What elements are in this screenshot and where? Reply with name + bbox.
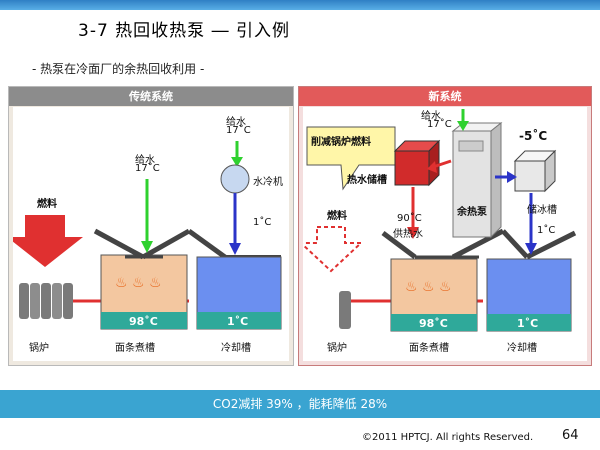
chilled-temp-label: 1˚C	[253, 217, 272, 228]
conventional-system-panel: 传统系统 ♨ ♨ ♨	[8, 86, 294, 366]
conventional-system-diagram: ♨ ♨ ♨	[13, 141, 282, 330]
conveyor	[381, 228, 577, 260]
slide-subtitle: - 热泵在冷面厂的余热回收利用 -	[32, 62, 205, 76]
panel-title: 传统系统	[9, 87, 293, 106]
cooling-tank-temp: 1˚C	[517, 317, 539, 330]
chilled-temp-label: 1˚C	[537, 225, 556, 236]
supply-temp-label: 90˚C	[397, 213, 422, 224]
boiler-label: 锅炉	[327, 343, 347, 354]
feed-water-label: 给水	[135, 155, 155, 166]
panel-title: 新系统	[299, 87, 591, 106]
results-banner: CO2减排 39% ，能耗降低 28%	[0, 390, 600, 418]
boiler-icon	[19, 283, 73, 319]
ice-tank-temp: -5˚C	[519, 129, 548, 143]
noodle-tank-label: 面条煮槽	[409, 343, 449, 354]
ice-storage-tank	[513, 149, 557, 193]
fuel-arrow	[13, 215, 83, 267]
boiler-label: 锅炉	[29, 343, 49, 354]
callout-text: 削减锅炉燃料	[311, 137, 371, 148]
supply-water-label: 供热水	[393, 229, 423, 240]
conveyor	[93, 228, 281, 260]
noodle-tank: ♨ ♨ ♨	[390, 258, 478, 332]
noodle-tank-temp: 98˚C	[129, 315, 158, 328]
page-number: 64	[562, 428, 579, 443]
ice-tank-label: 储冰槽	[527, 205, 557, 216]
noodle-tank-label: 面条煮槽	[115, 343, 155, 354]
water-chiller-icon	[220, 164, 250, 194]
hot-water-tank-label: 热水储槽	[347, 175, 387, 186]
cooling-tank-temp: 1˚C	[227, 315, 249, 328]
cooling-tank	[196, 256, 282, 330]
top-accent-bar	[0, 0, 600, 10]
panel-body: ♨ ♨ ♨	[303, 107, 587, 361]
reduce-fuel-callout	[306, 126, 396, 191]
noodle-tank: ♨ ♨ ♨	[100, 254, 188, 330]
cooling-tank-label: 冷却槽	[221, 343, 251, 354]
boiler-icon	[339, 291, 351, 329]
feed-water-label: 给水	[421, 111, 441, 122]
panel-body: ♨ ♨ ♨ 燃料 锅炉	[13, 107, 289, 361]
new-system-diagram: ♨ ♨ ♨	[303, 109, 577, 332]
noodle-tank-temp: 98˚C	[419, 317, 448, 330]
feed-water-label-2: 给水	[226, 117, 246, 128]
water-chiller-label: 水冷机	[253, 177, 283, 188]
hot-water-flow-arrow	[432, 159, 452, 169]
svg-text:♨ ♨ ♨: ♨ ♨ ♨	[405, 279, 452, 295]
feed-water-temp-2: 17˚C	[226, 125, 251, 136]
copyright-footer: ©2011 HPTCJ. All rights Reserved.	[362, 432, 534, 443]
feed-water-temp: 17˚C	[427, 119, 452, 130]
heat-pump-label: 余热泵	[457, 207, 487, 218]
reduced-fuel-arrow	[303, 226, 364, 273]
heat-pump-unit	[451, 121, 503, 239]
slide-title: 3-7 热回收热泵 ― 引入例	[78, 21, 290, 41]
fuel-label: 燃料	[327, 211, 347, 222]
new-system-panel: 新系统 ♨ ♨ ♨	[298, 86, 592, 366]
cooling-tank	[486, 258, 572, 332]
feed-water-temp: 17˚C	[135, 163, 160, 174]
hot-water-tank	[393, 139, 441, 187]
cooling-tank-label: 冷却槽	[507, 343, 537, 354]
svg-text:♨ ♨ ♨: ♨ ♨ ♨	[115, 275, 162, 291]
fuel-label: 燃料	[37, 199, 57, 210]
